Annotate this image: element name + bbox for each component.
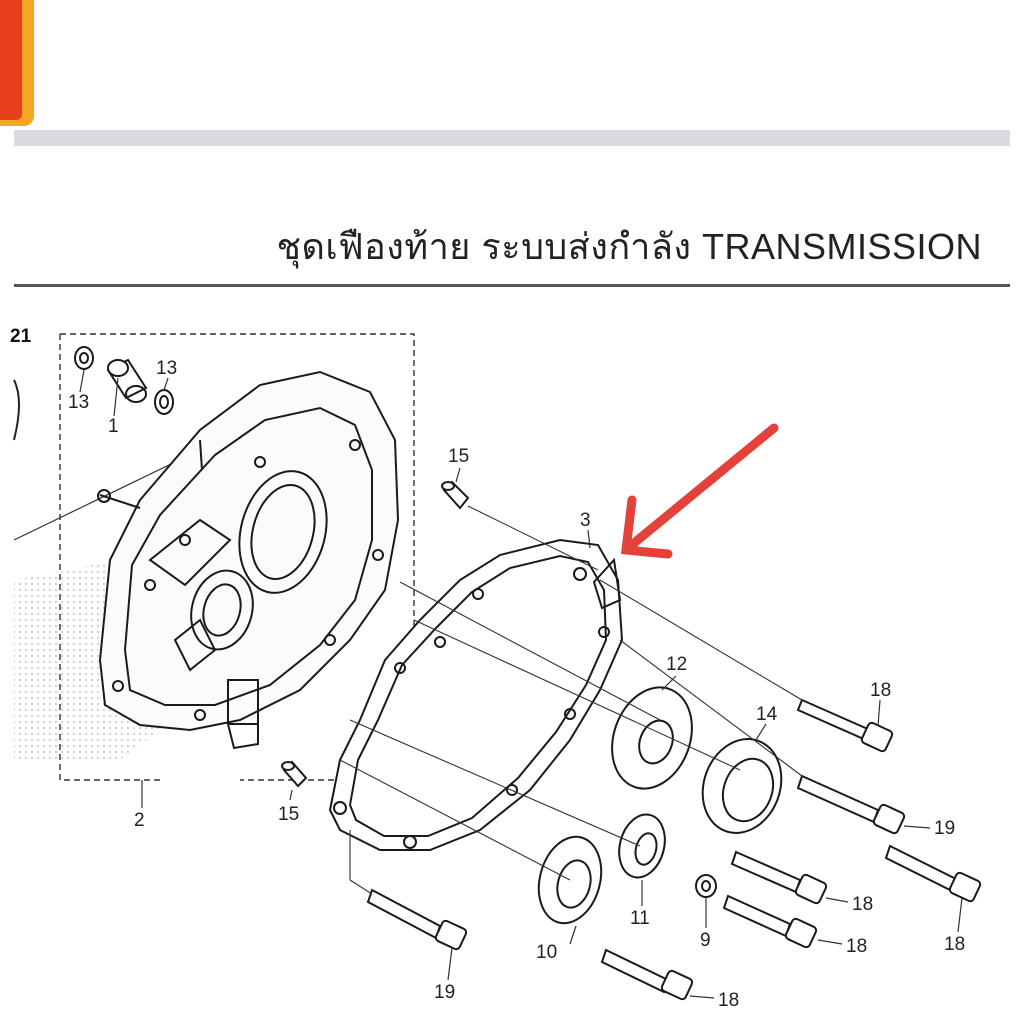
top-strip <box>0 0 1024 132</box>
dowel-pins <box>281 480 470 788</box>
callout-18d: 18 <box>846 936 867 957</box>
assembly-box <box>59 333 415 781</box>
bearings-seals <box>537 686 783 925</box>
callout-11: 11 <box>630 908 650 929</box>
callout-14: 14 <box>756 704 778 725</box>
accent-tab <box>0 0 34 126</box>
title-rule <box>14 284 1010 287</box>
callout-13b: 13 <box>156 358 177 379</box>
callout-19b: 19 <box>434 982 455 1003</box>
callout-1: 1 <box>108 416 119 437</box>
callout-leaders <box>79 369 963 999</box>
callout-19a: 19 <box>934 818 955 839</box>
callout-18c: 18 <box>852 894 873 915</box>
header-divider-band <box>14 130 1010 146</box>
callout-18e: 18 <box>718 990 739 1011</box>
callout-18b: 18 <box>944 934 965 955</box>
callout-15b: 15 <box>278 804 299 825</box>
bolts <box>366 698 982 1001</box>
alignment-lines <box>339 505 803 895</box>
callout-3: 3 <box>580 510 591 531</box>
gasket <box>328 538 624 851</box>
callout-9: 9 <box>700 930 711 951</box>
callout-2: 2 <box>134 810 145 831</box>
callout-10: 10 <box>536 942 557 963</box>
callout-18a: 18 <box>870 680 891 701</box>
section-ref-label: 21 <box>10 326 32 347</box>
red-pointer-arrow <box>620 423 779 559</box>
section-bracket <box>13 379 20 441</box>
callout-13a: 13 <box>68 392 89 413</box>
crankcase-cover <box>97 370 400 750</box>
callout-12: 12 <box>666 654 687 675</box>
page-title: ชุดเฟืองท้าย ระบบส่งกำลัง TRANSMISSION <box>276 226 982 267</box>
callout-15a: 15 <box>448 446 469 467</box>
small-bearings <box>74 346 174 415</box>
